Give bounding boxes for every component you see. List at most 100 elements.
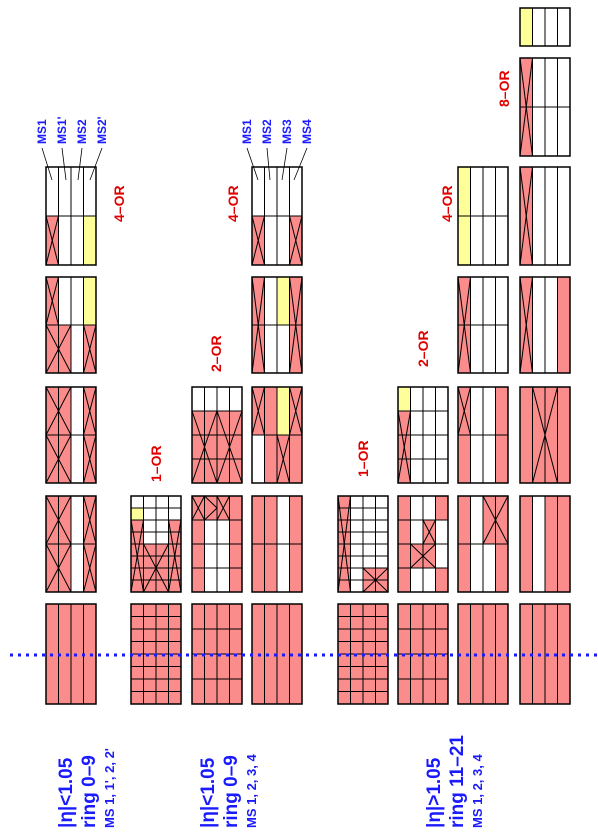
- cell-cross-line: [289, 386, 303, 436]
- hit-block-4: [45, 276, 97, 374]
- or-label-1or-b: 1–OR: [355, 440, 371, 477]
- cell-fill: [277, 277, 290, 325]
- ms-label-a-4: MS2': [95, 116, 109, 144]
- cell-cross-line: [45, 276, 59, 326]
- cell-cross-line: [519, 166, 533, 266]
- hit-block-17: [337, 495, 389, 593]
- hit-block-25: [457, 166, 509, 266]
- cell-cross-line: [216, 495, 230, 521]
- ms-pointer-b-4: [293, 147, 308, 181]
- cell-cross-line: [276, 434, 290, 484]
- ms-label-set-a: MS1 MS1' MS2 MS2': [35, 116, 109, 181]
- hit-block-10: [191, 386, 243, 484]
- cell-cross-line: [397, 410, 411, 484]
- cell-fill: [435, 496, 448, 520]
- hit-pattern-blocks: [45, 7, 571, 705]
- cell-fill: [557, 277, 570, 373]
- or-label-2or-b: 2–OR: [415, 330, 431, 367]
- cell-cross-line: [83, 386, 97, 436]
- ms-label-b-1: MS1: [240, 119, 254, 144]
- ms-label-a-1: MS1: [35, 119, 49, 144]
- ms-label-b-3: MS3: [280, 119, 294, 144]
- hit-block-7: [130, 495, 182, 593]
- cell-cross-line: [519, 276, 533, 374]
- cell-cross-line: [457, 386, 471, 436]
- hit-block-20: [397, 386, 449, 484]
- cell-cross-line: [83, 324, 97, 374]
- cell-cross-line: [422, 519, 436, 545]
- cell-fill: [277, 387, 290, 435]
- cell-cross-line: [289, 215, 303, 266]
- hit-block-9: [191, 495, 243, 593]
- hit-block-3: [45, 386, 97, 484]
- ms-label-set-b: MS1 MS2 MS3 MS4: [240, 119, 314, 181]
- cell-fill: [83, 277, 96, 325]
- hit-block-27: [519, 495, 571, 593]
- hit-block-19: [397, 495, 449, 593]
- hit-block-30: [519, 166, 571, 266]
- cell-cross-line: [251, 386, 265, 436]
- hit-block-28: [519, 386, 571, 484]
- hit-block-1: [45, 603, 97, 705]
- hit-block-23: [457, 386, 509, 484]
- cell-fill: [520, 496, 533, 592]
- ms-pointer-b-1: [246, 147, 259, 181]
- cell-fill: [435, 568, 448, 592]
- or-label-1or-a: 1–OR: [148, 445, 164, 482]
- row-3-eta-label: |η|>1.05: [424, 757, 445, 828]
- ms-pointer-a-3: [77, 147, 83, 181]
- ms-pointer-a-4: [89, 147, 103, 181]
- cell-fill: [192, 520, 205, 592]
- cell-fill: [520, 8, 533, 46]
- cell-cross-line: [83, 495, 97, 545]
- or-label-8or: 8–OR: [496, 70, 512, 107]
- cell-fill: [520, 387, 533, 483]
- row-2-ms-label: MS 1, 2, 3, 4: [244, 754, 259, 828]
- cell-fill: [83, 216, 96, 265]
- cell-fill: [131, 508, 144, 520]
- cell-fill: [495, 544, 508, 592]
- row-label-group-2: |η|<1.05 ring 0–9 MS 1, 2, 3, 4: [198, 754, 259, 828]
- or-label-4or-a: 4–OR: [111, 185, 127, 222]
- hit-block-32: [519, 7, 571, 47]
- hit-block-12: [251, 495, 303, 593]
- hit-block-31: [519, 57, 571, 157]
- row-label-group-1: |η|<1.05 ring 0–9 MS 1, 1', 2, 2': [56, 748, 117, 828]
- row-label-group-3: |η|>1.05 ring 11–21 MS 1, 2, 3, 4: [424, 735, 485, 828]
- cell-cross-line: [83, 434, 97, 484]
- hit-block-13: [251, 386, 303, 484]
- cell-cross-line: [191, 495, 205, 521]
- hit-block-2: [45, 495, 97, 593]
- ms-label-b-2: MS2: [260, 119, 274, 144]
- cell-fill: [289, 435, 302, 483]
- row-2-ring-label: ring 0–9: [221, 755, 242, 828]
- or-label-2or-a: 2–OR: [208, 335, 224, 372]
- cell-fill: [398, 387, 411, 411]
- row-2-eta-label: |η|<1.05: [198, 757, 219, 828]
- cell-fill: [458, 435, 471, 483]
- ms-pointer-b-2: [266, 147, 271, 181]
- hit-block-22: [457, 495, 509, 593]
- cell-fill: [557, 387, 570, 483]
- row-3-ms-label: MS 1, 2, 3, 4: [470, 754, 485, 828]
- hit-block-14: [251, 276, 303, 374]
- ms-label-b-4: MS4: [300, 119, 314, 144]
- row-1-ring-label: ring 0–9: [79, 755, 100, 828]
- or-label-4or-b: 4–OR: [225, 185, 241, 222]
- ms-pointer-b-3: [281, 147, 288, 181]
- ms-label-a-3: MS2: [75, 119, 89, 144]
- cell-cross-line: [251, 215, 265, 266]
- row-1-eta-label: |η|<1.05: [56, 757, 77, 828]
- hit-block-15: [251, 166, 303, 266]
- hit-block-24: [457, 276, 509, 374]
- ms-pointer-a-1: [41, 147, 53, 181]
- hit-block-29: [519, 276, 571, 374]
- or-label-4or-c: 4–OR: [439, 185, 455, 222]
- row-1-ms-label: MS 1, 1', 2, 2': [102, 748, 117, 828]
- hit-block-18: [397, 603, 449, 705]
- row-3-ring-label: ring 11–21: [447, 735, 468, 828]
- hit-block-5: [45, 166, 97, 266]
- ms-pointer-a-2: [61, 147, 67, 181]
- ms-label-a-2: MS1': [55, 116, 69, 144]
